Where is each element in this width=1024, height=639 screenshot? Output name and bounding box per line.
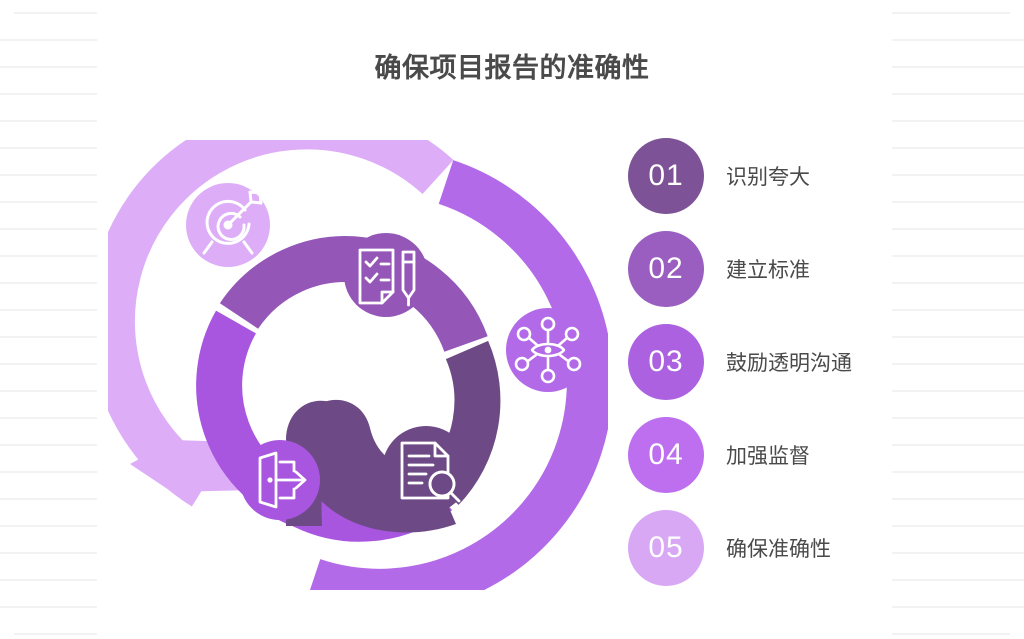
legend-number-03: 03	[648, 345, 684, 378]
document-search-icon-badge	[382, 426, 470, 514]
legend-item-01[interactable]: 01 识别夸大	[628, 138, 928, 214]
exit-door-icon-badge	[240, 440, 320, 520]
legend-number-01: 01	[648, 159, 684, 192]
checklist-pen-icon	[358, 248, 416, 307]
legend-badge-02: 02	[628, 231, 704, 307]
circular-process-diagram	[88, 103, 613, 615]
legend-label-04: 加强监督	[726, 445, 810, 468]
corner-mask-top-right	[1010, 0, 1024, 14]
legend-label-01: 识别夸大	[726, 166, 810, 189]
legend-badge-05: 05	[628, 510, 704, 586]
outer-arc-mid-segment	[305, 160, 613, 615]
legend-badge-03: 03	[628, 324, 704, 400]
legend-number-02: 02	[648, 252, 684, 285]
network-eye-icon-badge	[506, 308, 590, 392]
network-eye-icon	[514, 316, 582, 384]
legend-label-02: 建立标准	[726, 259, 810, 282]
legend-item-03[interactable]: 03 鼓励透明沟通	[628, 324, 928, 400]
legend-number-04: 04	[648, 438, 684, 471]
target-arrow-icon-badge	[186, 183, 270, 267]
legend-badge-04: 04	[628, 417, 704, 493]
checklist-pen-icon-badge	[344, 233, 428, 317]
page-title: 确保项目报告的准确性	[374, 53, 650, 83]
corner-mask-top-left	[0, 0, 14, 14]
corner-mask-bottom-left	[0, 625, 14, 639]
legend-label-05: 确保准确性	[726, 538, 831, 561]
legend-label-03: 鼓励透明沟通	[726, 352, 852, 375]
legend-badge-01: 01	[628, 138, 704, 214]
legend-list: 01 识别夸大 02 建立标准 03 鼓励透明沟通 04 加强监督 05	[628, 138, 928, 586]
document-search-icon	[400, 441, 461, 503]
legend-item-04[interactable]: 04 加强监督	[628, 417, 928, 493]
legend-item-05[interactable]: 05 确保准确性	[628, 510, 928, 586]
target-arrow-icon	[202, 190, 263, 255]
exit-door-icon	[258, 451, 307, 509]
legend-item-02[interactable]: 02 建立标准	[628, 231, 928, 307]
corner-mask-bottom-right	[1010, 625, 1024, 639]
legend-number-05: 05	[648, 531, 684, 564]
